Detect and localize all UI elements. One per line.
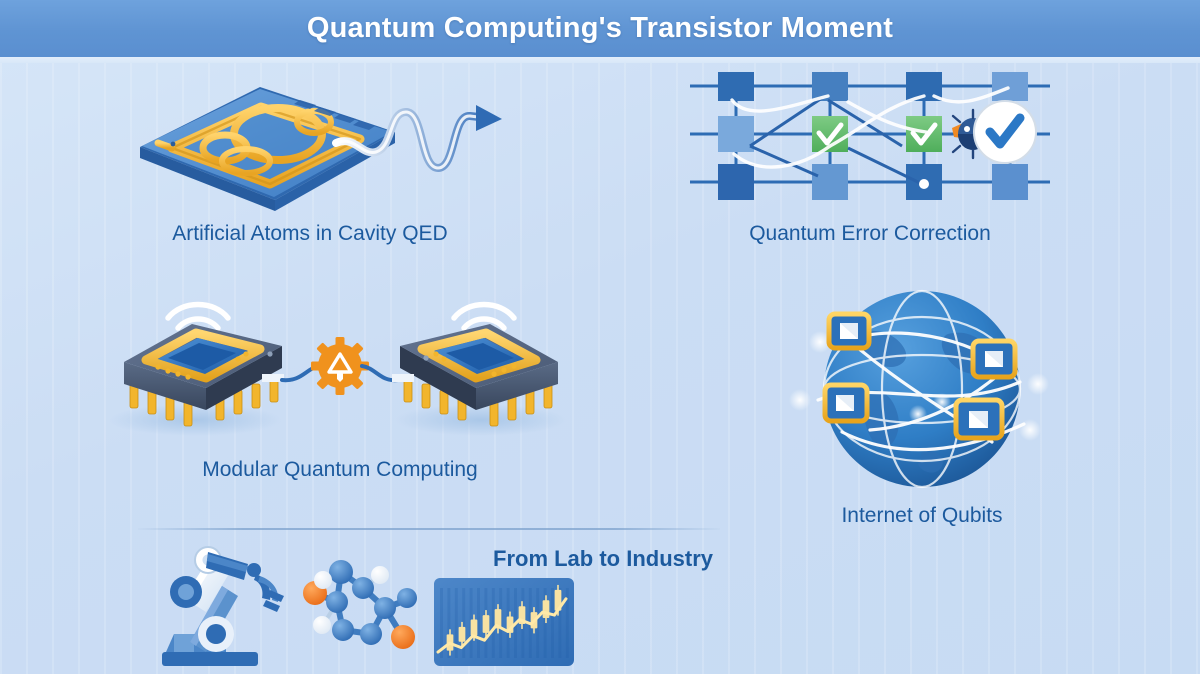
qubit-node: [826, 311, 872, 351]
surface-code-lattice-icon: [690, 68, 1050, 212]
panel-error-correction: Quantum Error Correction: [690, 68, 1050, 262]
header-underline: [0, 57, 1200, 63]
bottom-section-title: From Lab to Industry: [493, 546, 713, 571]
panel-label-internet-of-qubits: Internet of Qubits: [841, 504, 1003, 527]
panel-label-artificial-atoms: Artificial Atoms in Cavity QED: [172, 222, 448, 245]
molecule-icon: [293, 550, 425, 662]
panel-label-modular-computing: Modular Quantum Computing: [202, 458, 478, 481]
globe-network-icon: [772, 282, 1072, 497]
gear-icon: [311, 337, 369, 395]
qubit-node: [822, 382, 870, 424]
section-divider: [138, 528, 720, 530]
robot-arm-icon: [156, 542, 286, 670]
bottom-section: From Lab to Industry: [138, 528, 738, 674]
page-title: Quantum Computing's Transistor Moment: [306, 12, 894, 44]
superconducting-qubit-chip-icon: [110, 72, 510, 232]
check-circle-icon: [973, 100, 1037, 164]
linked-chip-modules-icon: [109, 292, 570, 452]
panel-internet-of-qubits: Internet of Qubits: [772, 282, 1072, 542]
header-bar: Quantum Computing's Transistor Moment: [0, 0, 1200, 57]
panel-modular-computing: Modular Quantum Computing: [109, 292, 570, 502]
candlestick-chart-icon: [434, 578, 574, 666]
qubit-node: [953, 397, 1005, 441]
panel-artificial-atoms: Artificial Atoms in Cavity QED: [110, 72, 510, 262]
qubit-node: [970, 338, 1018, 380]
panel-label-error-correction: Quantum Error Correction: [749, 222, 991, 245]
